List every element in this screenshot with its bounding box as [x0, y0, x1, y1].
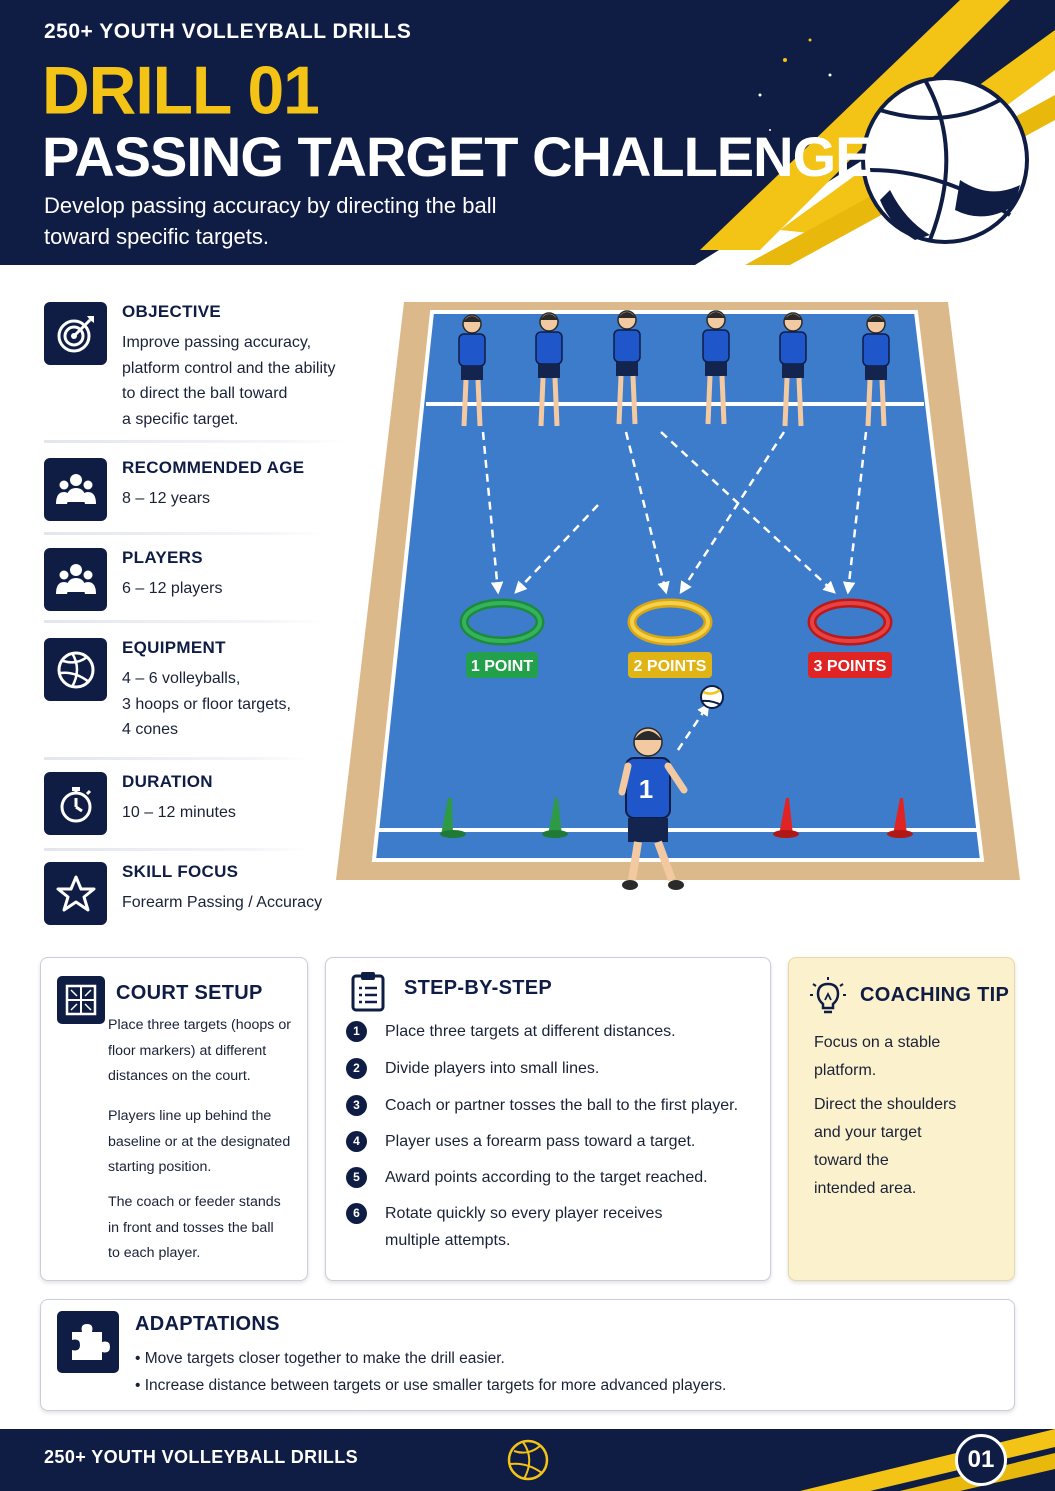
drill-number: DRILL 01: [42, 52, 320, 128]
card-title: STEP-BY-STEP: [404, 977, 553, 999]
ball: [700, 685, 724, 709]
info-label: DURATION: [122, 772, 213, 791]
adaptations-card: ADAPTATIONS • Move targets closer togeth…: [40, 1299, 1015, 1411]
target-label-2: 2 POINTS: [634, 658, 707, 675]
drill-title: PASSING TARGET CHALLENGE: [42, 125, 873, 188]
info-text: Forearm Passing / Accuracy: [122, 894, 323, 911]
footer-series-title: 250+ YOUTH VOLLEYBALL DRILLS: [44, 1447, 359, 1467]
info-text: 4 – 6 volleyballs,3 hoops or floor targe…: [122, 670, 291, 738]
info-label: PLAYERS: [122, 548, 203, 567]
page-number: 01: [955, 1434, 1007, 1486]
target-label-3: 3 POINTS: [814, 658, 887, 675]
adaptation-item: • Move targets closer together to make t…: [135, 1350, 505, 1367]
star-icon: [44, 862, 107, 925]
court-setup-card: COURT SETUP Place three targets (hoops o…: [40, 957, 308, 1281]
page-footer: 250+ YOUTH VOLLEYBALL DRILLS 01: [0, 1429, 1055, 1491]
info-text: 10 – 12 minutes: [122, 804, 236, 821]
waiting-players: [458, 310, 890, 427]
court-floor: [371, 310, 985, 862]
info-label: EQUIPMENT: [122, 638, 226, 657]
passer-player: 1: [618, 727, 688, 890]
court-diagram: 1 POINT 2 POINTS 3 POINTS 1: [336, 300, 1020, 910]
svg-text:1: 1: [639, 774, 653, 804]
divider: [44, 440, 344, 443]
drill-description: Develop passing accuracy by directing th…: [44, 193, 497, 249]
clipboard-icon: [348, 970, 388, 1017]
divider: [44, 848, 309, 851]
info-label: SKILL FOCUS: [122, 862, 239, 881]
info-text: 8 – 12 years: [122, 490, 211, 507]
target-label-1: 1 POINT: [471, 658, 533, 675]
header-decoration: [695, 0, 1055, 265]
target-icon: [44, 302, 107, 365]
card-title: ADAPTATIONS: [135, 1313, 280, 1335]
puzzle-icon: [57, 1311, 119, 1373]
info-text: 6 – 12 players: [122, 580, 223, 597]
series-title: 250+ YOUTH VOLLEYBALL DRILLS: [44, 20, 412, 43]
group-icon: [44, 458, 107, 521]
lightbulb-icon: [809, 976, 847, 1021]
step-by-step-card: STEP-BY-STEP 1 Place three targets at di…: [325, 957, 771, 1281]
adaptation-item: • Increase distance between targets or u…: [135, 1377, 727, 1394]
divider: [44, 532, 324, 535]
stopwatch-icon: [44, 772, 107, 835]
volleyball-illustration: [861, 76, 1029, 244]
info-text: Improve passing accuracy,platform contro…: [122, 334, 336, 428]
card-title: COURT SETUP: [116, 982, 263, 1004]
cones: [440, 798, 913, 838]
page-header: 250+ YOUTH VOLLEYBALL DRILLS DRILL 01 PA…: [0, 0, 1055, 265]
court-grid-icon: [57, 976, 105, 1024]
divider: [44, 757, 309, 760]
volleyball-icon: [44, 638, 107, 701]
info-label: RECOMMENDED AGE: [122, 458, 305, 477]
players-icon: [44, 548, 107, 611]
info-label: OBJECTIVE: [122, 302, 222, 321]
footer-volleyball-icon: [506, 1438, 550, 1487]
card-title: COACHING TIP: [860, 984, 1010, 1006]
divider: [44, 620, 324, 623]
